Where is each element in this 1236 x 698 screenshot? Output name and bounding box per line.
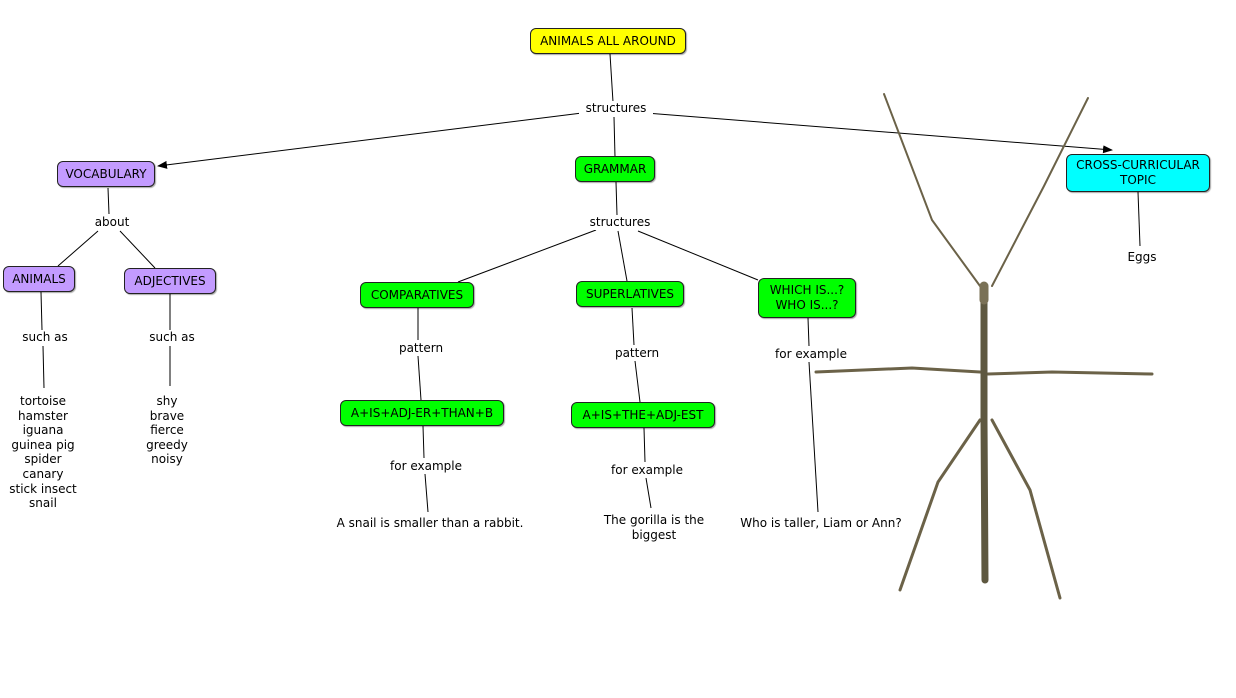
link-structures-vocabulary <box>157 112 583 169</box>
cross-topic-eggs-text: Eggs <box>1122 250 1162 265</box>
comparative-pattern-node[interactable]: A+IS+ADJ-ER+THAN+B <box>340 400 504 426</box>
link-cross-eggs <box>1137 191 1141 247</box>
comparatives-node[interactable]: COMPARATIVES <box>360 282 474 308</box>
link-structures-cross <box>645 112 1113 154</box>
vocabulary-node[interactable]: VOCABULARY <box>57 161 155 187</box>
link-pattern-comparative-formula <box>417 355 422 401</box>
linking-phrase-grammar-structures: structures <box>583 215 657 230</box>
comparative-example-text: A snail is smaller than a rabbit. <box>330 516 530 531</box>
grammar-node[interactable]: GRAMMAR <box>575 156 655 182</box>
superlative-pattern-node[interactable]: A+IS+THE+ADJ-EST <box>571 402 715 428</box>
link-gstructures-superlatives <box>617 230 628 282</box>
link-grammar-structures <box>615 181 618 216</box>
link-vocab-about <box>107 187 110 215</box>
link-superlatives-pattern <box>631 307 635 346</box>
animals-node[interactable]: ANIMALS <box>3 266 75 292</box>
link-structures-grammar <box>613 116 616 158</box>
stick-insect-image <box>814 93 1154 600</box>
linking-phrase-which-for-example: for example <box>768 347 854 362</box>
link-about-adjectives <box>119 230 156 269</box>
link-which-example <box>807 317 810 347</box>
link-about-animals <box>57 230 99 267</box>
linking-phrase-comparative-for-example: for example <box>383 459 469 474</box>
linking-phrase-superlative-for-example: for example <box>604 463 690 478</box>
link-animals-suchas <box>40 291 43 331</box>
which-is-node[interactable]: WHICH IS...? WHO IS...? <box>758 278 856 318</box>
cross-curricular-node[interactable]: CROSS-CURRICULAR TOPIC <box>1066 154 1210 192</box>
linking-phrase-about: about <box>88 215 136 230</box>
superlatives-node[interactable]: SUPERLATIVES <box>576 281 684 307</box>
animals-list: tortoise hamster iguana guinea pig spide… <box>2 394 84 511</box>
root-node[interactable]: ANIMALS ALL AROUND <box>530 28 686 54</box>
adjectives-list: shy brave fierce greedy noisy <box>136 394 198 467</box>
linking-phrase-structures: structures <box>579 101 653 116</box>
link-example-comparative-sentence <box>424 473 429 513</box>
link-root-structures <box>609 53 614 103</box>
link-example-superlative-sentence <box>645 477 652 509</box>
linking-phrase-animals-such-as: such as <box>15 330 75 345</box>
link-comparative-formula-example <box>422 425 425 459</box>
linking-phrase-superlatives-pattern: pattern <box>608 346 666 361</box>
link-suchas-animal-list <box>42 345 45 389</box>
link-gstructures-which <box>637 230 759 281</box>
adjectives-node[interactable]: ADJECTIVES <box>124 268 216 294</box>
superlative-example-text: The gorilla is the biggest <box>596 513 712 543</box>
linking-phrase-adjectives-such-as: such as <box>142 330 202 345</box>
link-superlative-formula-example <box>643 427 646 463</box>
linking-phrase-comparatives-pattern: pattern <box>392 341 450 356</box>
link-pattern-superlative-formula <box>634 360 641 403</box>
link-gstructures-comparatives <box>457 229 597 283</box>
link-example-which-sentence <box>808 361 819 513</box>
which-example-text: Who is taller, Liam or Ann? <box>733 516 909 531</box>
